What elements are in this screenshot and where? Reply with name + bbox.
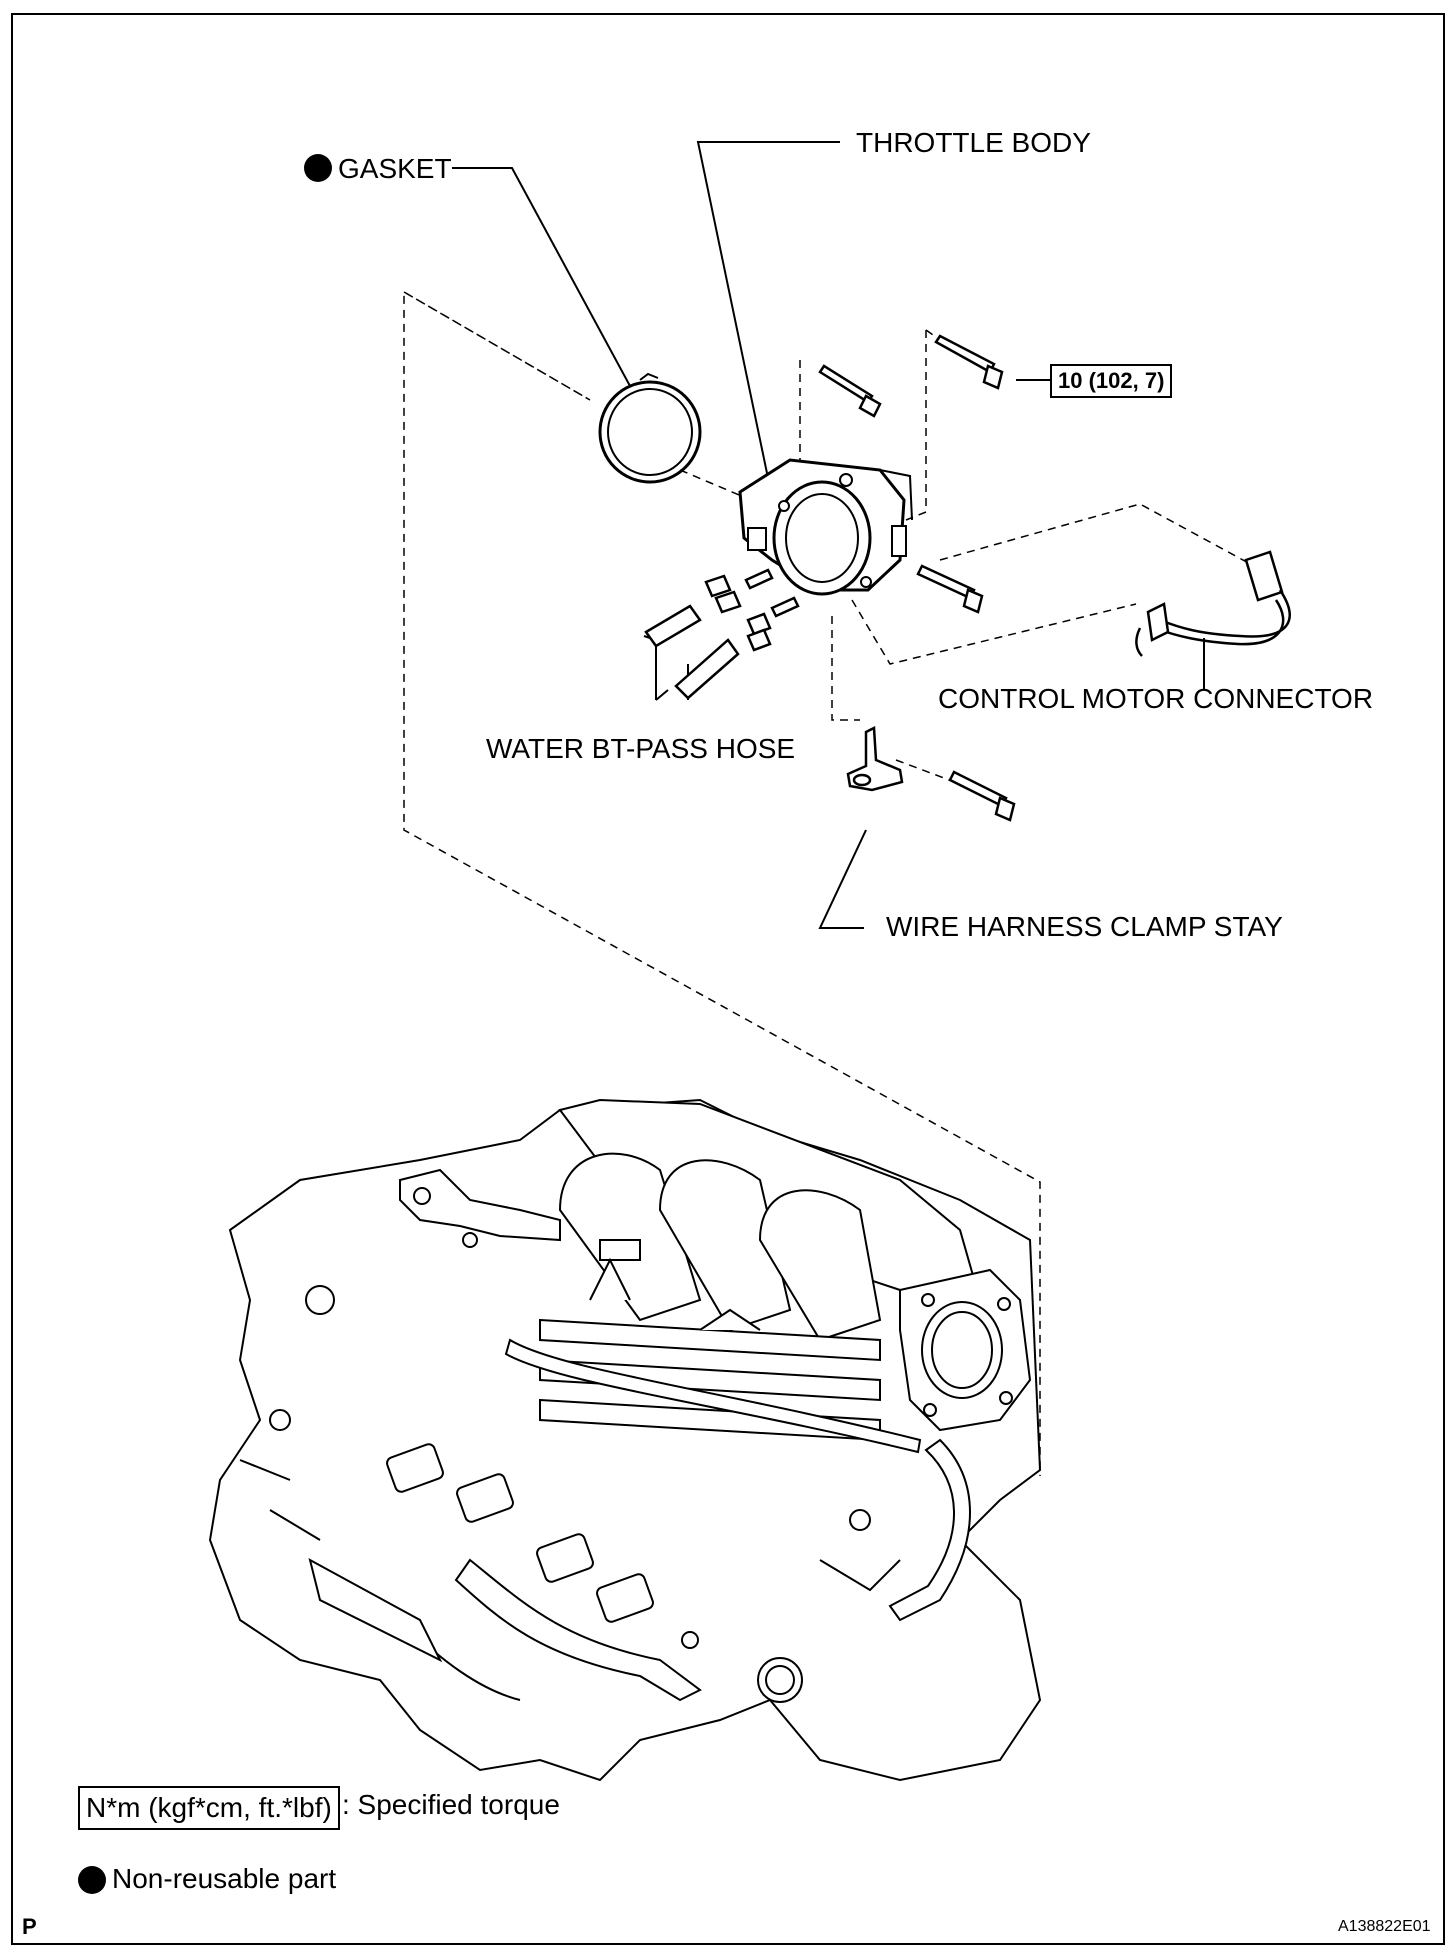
water-bypass-hose: [644, 568, 800, 700]
dash-gasket-body: [679, 469, 771, 509]
control-motor-connector-label: CONTROL MOTOR CONNECTOR: [938, 683, 1374, 714]
dash-bolt-2: [905, 330, 927, 521]
engine-assembly: [208, 1098, 1042, 1782]
water-bypass-hose-label: WATER BT-PASS HOSE: [486, 733, 796, 764]
legend-non-reusable-description: Non-reusable part: [112, 1863, 337, 1894]
throttle-body-label: THROTTLE BODY: [856, 127, 1091, 158]
figure-id: A138822E01: [1338, 1918, 1431, 1935]
dash-connector-a: [939, 503, 1255, 567]
wire-harness-clamp-stay: [846, 726, 904, 792]
legend-torque-description: : Specified torque: [342, 1789, 560, 1820]
torque-spec-box: 10 (102, 7): [1050, 364, 1173, 398]
page-border: [11, 13, 1445, 1945]
gasket-ring: [598, 372, 702, 484]
legend-torque-unit-box: N*m (kgf*cm, ft.*lbf): [78, 1786, 340, 1830]
gasket-non-reusable-icon: [304, 154, 332, 182]
legend-non-reusable-icon: [78, 1866, 106, 1894]
control-motor-connector: [1135, 550, 1291, 657]
gasket-label: GASKET: [338, 153, 452, 184]
page-letter: P: [22, 1914, 37, 1939]
clamp-stay-leader: [818, 829, 867, 929]
dash-stay: [831, 616, 860, 721]
hose-leader-h2: [655, 689, 669, 701]
wire-harness-clamp-stay-label: WIRE HARNESS CLAMP STAY: [886, 911, 1283, 942]
dash-connector-b: [851, 599, 1137, 665]
throttle-body: [738, 458, 913, 596]
throttle-body-leader: [696, 141, 840, 479]
gasket-leader: [452, 167, 631, 387]
bolts: [818, 334, 1016, 822]
leader-lines: [452, 141, 1205, 929]
